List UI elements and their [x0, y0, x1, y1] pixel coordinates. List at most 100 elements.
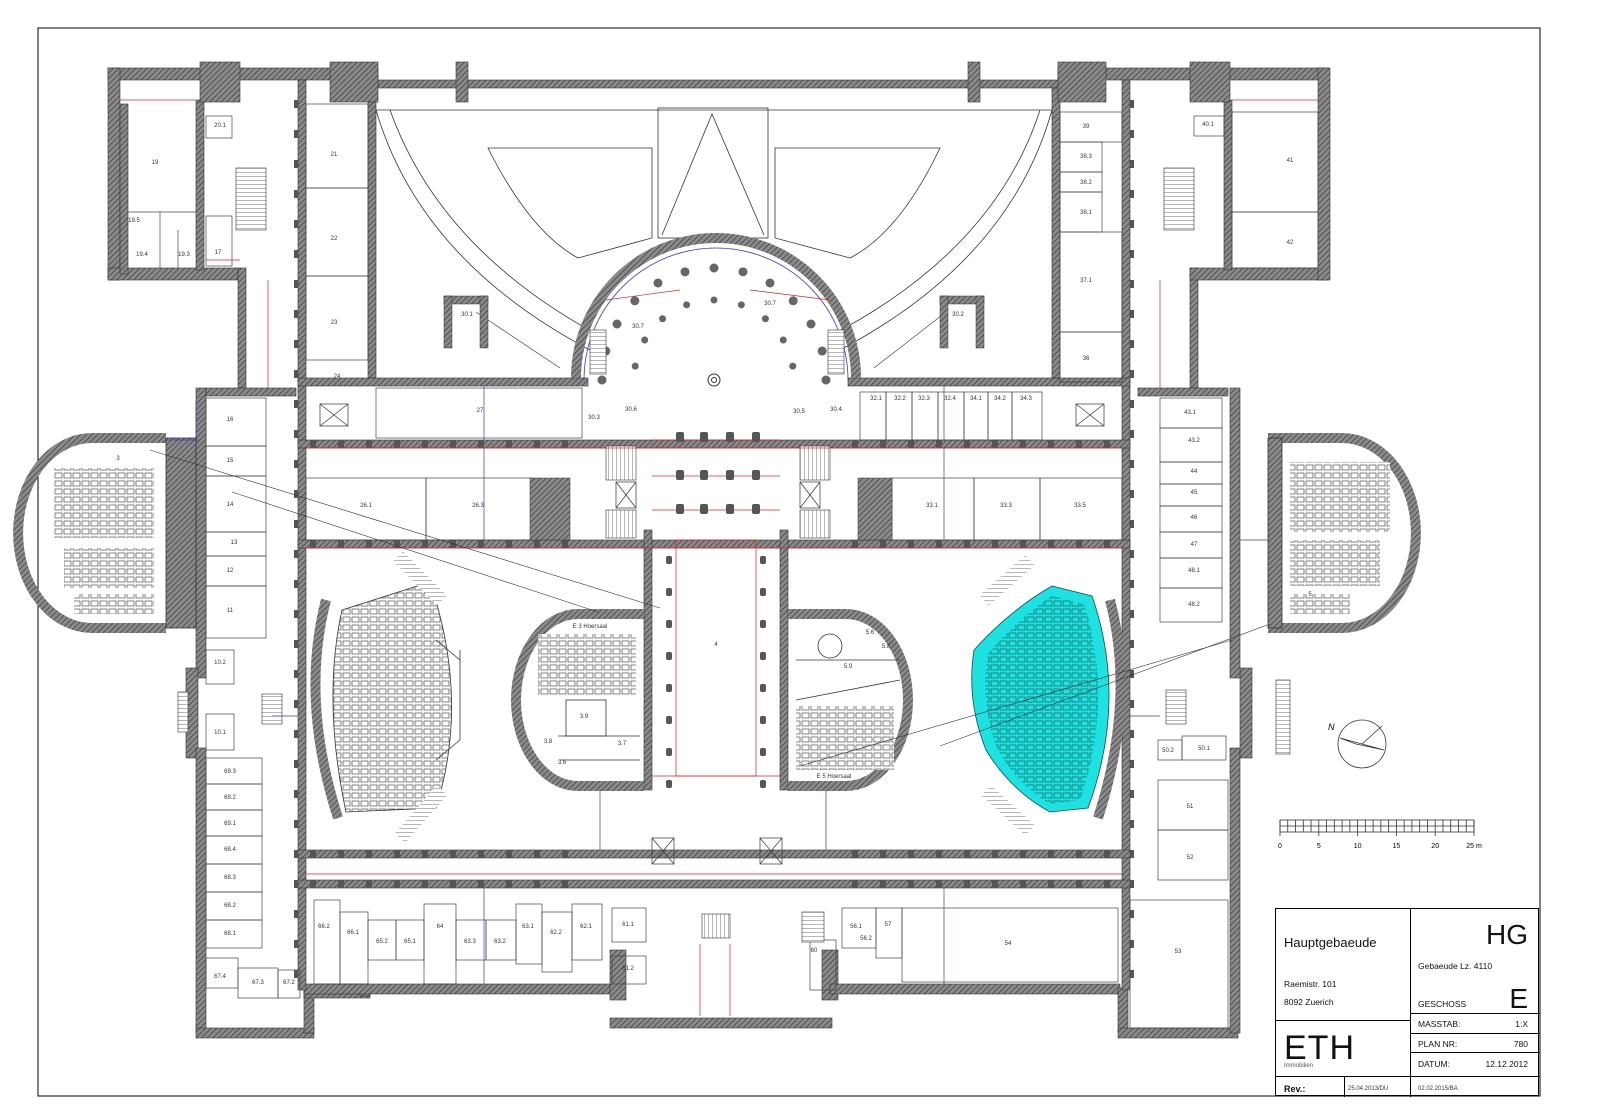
scale-tick-label: 15	[1393, 843, 1401, 850]
title-block: Hauptgebaeude HG Gebaeude Lz. 4110 Raemi…	[1275, 908, 1540, 1097]
room-label-63-1: 63.1	[522, 924, 534, 930]
floor-value: E	[1509, 983, 1528, 1014]
room-label-33-5: 33.5	[1074, 503, 1086, 509]
plan-number-label: PLAN NR:	[1418, 1039, 1458, 1049]
room-label-67-3: 67.3	[252, 980, 264, 986]
courtyard-north	[375, 107, 1053, 351]
outer-walls	[107, 67, 1331, 1039]
room-label-68-1: 68.1	[224, 931, 236, 937]
room-label-67-2: 67.2	[283, 980, 295, 986]
room-label-47: 47	[1191, 542, 1198, 548]
room-label-63-2: 63.2	[494, 939, 506, 945]
room-label-50-1: 50.1	[1198, 746, 1210, 752]
room-label-48-2: 48.2	[1188, 602, 1200, 608]
street-address: Raemistr. 101	[1284, 979, 1337, 989]
room-label-3-9: 3.9	[580, 714, 589, 720]
room-label-36: 36	[1083, 356, 1090, 362]
room-label-54: 54	[1005, 941, 1012, 947]
room-label-38-3: 38.3	[1080, 154, 1092, 160]
room-label-68-2: 68.2	[224, 903, 236, 909]
room-label-3-6: 3.6	[558, 760, 567, 766]
room-label-46: 46	[1191, 515, 1198, 521]
auditorium-3	[13, 433, 197, 633]
blue-lines	[166, 386, 1268, 984]
room-label-69-2: 69.2	[224, 795, 236, 801]
lecture-hall-right-highlighted	[971, 554, 1126, 836]
room-label-32-4: 32.4	[944, 396, 956, 402]
lecture-hall-e5	[788, 609, 913, 791]
room-label-33-3: 33.3	[1000, 503, 1012, 509]
room-label-30-4: 30.4	[830, 407, 842, 413]
room-label-66-2: 66.2	[318, 924, 330, 930]
room-label-53: 53	[1175, 949, 1182, 955]
room-label-57: 57	[885, 922, 892, 928]
room-label-34-2: 34.2	[994, 396, 1006, 402]
room-label-12: 12	[227, 568, 234, 574]
room-label-4: 4	[714, 642, 718, 648]
room-label-68-4: 68.4	[224, 847, 236, 853]
date-value: 12.12.2012	[1485, 1059, 1528, 1069]
room-label-52: 52	[1187, 855, 1194, 861]
scale-tick-label: 0	[1278, 843, 1282, 850]
corner-towers	[199, 61, 1231, 103]
revision-label: Rev.:	[1284, 1084, 1306, 1094]
room-label-30-5: 30.5	[793, 409, 805, 415]
scale-tick-label: 20	[1431, 843, 1439, 850]
room-label-20-1: 20.1	[214, 123, 226, 129]
room-label-30-7a: 30.7	[632, 324, 644, 330]
room-label-19-4: 19.4	[136, 252, 148, 258]
room-label-34-3: 34.3	[1020, 396, 1032, 402]
room-label-24: 24	[334, 374, 341, 380]
elevators	[319, 403, 1105, 865]
room-label-32-2: 32.2	[894, 396, 906, 402]
room-label-5-9: 5.9	[844, 664, 853, 670]
room-label-10-2: 10.2	[214, 660, 226, 666]
room-label-e5: E 5 Hoersaal	[817, 774, 852, 780]
revision-2: 02.02.2015/BA	[1418, 1086, 1458, 1092]
room-label-69-3: 69.3	[224, 769, 236, 775]
scale-tick-label: 10	[1354, 843, 1362, 850]
room-label-40-1: 40.1	[1202, 122, 1214, 128]
north-arrow	[1337, 719, 1387, 769]
room-label-10-1: 10.1	[214, 730, 226, 736]
room-label-30-1: 30.1	[461, 312, 473, 318]
building-code: HG	[1486, 919, 1528, 950]
room-label-45: 45	[1191, 490, 1198, 496]
room-label-30-3: 30.3	[588, 415, 600, 421]
section-lines	[149, 311, 1271, 767]
room-label-43-1: 43.1	[1184, 410, 1196, 416]
scale-tick-label: 25 m	[1466, 843, 1482, 850]
date-label: DATUM:	[1418, 1059, 1450, 1069]
eth-logo: ETH	[1284, 1029, 1355, 1067]
revision-1: 25.04.2013/DU	[1348, 1086, 1389, 1092]
room-label-33-1: 33.1	[926, 503, 938, 509]
room-partitions	[128, 103, 1319, 1029]
room-label-19: 19	[152, 160, 159, 166]
lecture-hall-left	[310, 551, 461, 843]
room-label-5: 5	[1308, 592, 1312, 598]
room-label-56-2: 56.2	[860, 936, 872, 942]
room-label-23: 23	[331, 320, 338, 326]
room-label-66-1: 66.1	[347, 930, 359, 936]
room-label-15: 15	[227, 458, 234, 464]
auditorium-5	[1267, 433, 1421, 633]
scale-value: 1:X	[1515, 1019, 1528, 1029]
hall-columns	[666, 432, 766, 788]
room-label-68-3: 68.3	[224, 875, 236, 881]
room-label-61-1: 61.1	[622, 922, 634, 928]
room-label-38-1: 38.1	[1080, 210, 1092, 216]
room-label-44: 44	[1191, 469, 1198, 475]
room-label-3: 3	[116, 456, 120, 462]
room-label-21: 21	[331, 152, 338, 158]
room-label-42: 42	[1287, 240, 1294, 246]
room-label-43-2: 43.2	[1188, 438, 1200, 444]
room-label-62-1: 62.1	[580, 924, 592, 930]
room-label-56-1: 56.1	[850, 924, 862, 930]
room-label-30-2: 30.2	[952, 312, 964, 318]
room-label-67-4: 67.4	[214, 974, 226, 980]
scale-label: MASSTAB:	[1418, 1019, 1461, 1029]
eth-subtitle: Immobilien	[1284, 1063, 1314, 1069]
north-label: N	[1328, 722, 1335, 732]
